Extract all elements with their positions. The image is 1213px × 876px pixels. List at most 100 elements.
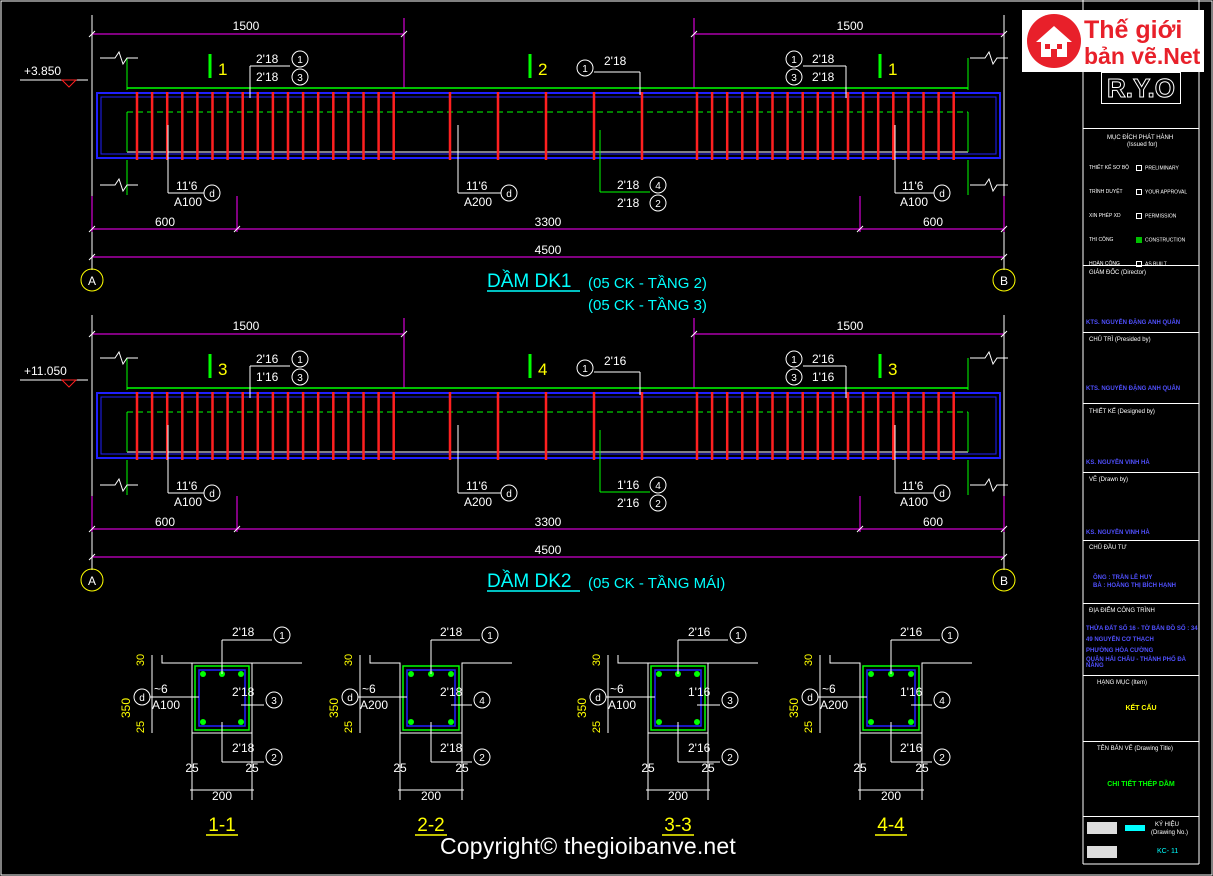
rebar-tag: 1 bbox=[791, 355, 797, 366]
section-mid-label: 2'18 bbox=[232, 685, 255, 699]
rebar-tag: 3 bbox=[297, 373, 303, 384]
rebar-tag-circle bbox=[933, 748, 951, 766]
dim-side-right: 25 bbox=[915, 761, 929, 775]
dim-total: 4500 bbox=[535, 243, 562, 257]
dim-tick bbox=[690, 30, 698, 38]
rebar-tag-circle bbox=[291, 350, 309, 368]
dim-tick bbox=[1000, 253, 1008, 261]
dim-600-right: 600 bbox=[923, 215, 943, 229]
beam-subtitle: (05 CK - TẦNG 2) bbox=[588, 275, 707, 292]
check-label-vn: THIẾT KẾ SƠ BỘ bbox=[1089, 165, 1130, 172]
rebar-label-top-left-1: 2'16 bbox=[256, 352, 279, 366]
beam-title: DẦM DK1 bbox=[487, 270, 571, 292]
drawn-label: VẼ (Drawn by) bbox=[1089, 477, 1129, 483]
dim-side-left: 25 bbox=[393, 761, 407, 775]
director-name: KTS. NGUYỄN ĐẶNG ANH QUÂN bbox=[1086, 320, 1181, 326]
rebar-tag-circle bbox=[576, 59, 594, 77]
section-cut-label: 1 bbox=[218, 60, 227, 79]
site-logo[interactable]: Thế giới bản vẽ.Net bbox=[1022, 10, 1204, 72]
rebar-tag: 2 bbox=[939, 753, 945, 764]
house-icon bbox=[1027, 14, 1081, 68]
rebar-tag: 4 bbox=[655, 481, 661, 492]
checkbox[interactable] bbox=[1136, 213, 1142, 219]
checkbox[interactable] bbox=[1136, 189, 1142, 195]
dim-tick bbox=[233, 225, 241, 233]
section-top-label: 2'18 bbox=[232, 625, 255, 639]
rebar-tag-circle bbox=[785, 50, 803, 68]
section-rebar-dot bbox=[238, 671, 244, 677]
section-top-label: 2'16 bbox=[900, 625, 923, 639]
stirrup-label: 11'6 bbox=[466, 179, 488, 193]
dim-side-right: 25 bbox=[455, 761, 469, 775]
symbol-label: KÝ HIỆU bbox=[1155, 822, 1180, 828]
rebar-tag: 3 bbox=[791, 373, 797, 384]
rebar-tag: d bbox=[209, 489, 215, 500]
rebar-tag-circle bbox=[721, 748, 739, 766]
dim-3300: 3300 bbox=[535, 515, 562, 529]
stirrup-label: 11'6 bbox=[466, 479, 488, 493]
rebar-label-top-mid: 2'18 bbox=[604, 54, 627, 68]
rebar-tag: 2 bbox=[655, 199, 661, 210]
section-title: 2-2 bbox=[417, 815, 444, 836]
checkbox[interactable] bbox=[1136, 261, 1142, 267]
dim-top-cover: 30 bbox=[135, 654, 147, 666]
stirrup-spacing: A100 bbox=[174, 495, 202, 509]
section-mid-label: 1'16 bbox=[688, 685, 711, 699]
rebar-tag: 2 bbox=[655, 499, 661, 510]
rebar-tag: 1 bbox=[791, 55, 797, 66]
rebar-tag: 1 bbox=[297, 355, 303, 366]
site-line3: PHƯỜNG HÒA CƯỜNG bbox=[1086, 648, 1154, 654]
dim-tick bbox=[690, 330, 698, 338]
item-value: KẾT CẤU bbox=[1125, 705, 1157, 712]
dim-1500-right: 1500 bbox=[837, 19, 864, 33]
site-line1: THỬA ĐẤT SỐ 16 - TỜ BẢN ĐỒ SỐ : 34 bbox=[1086, 626, 1198, 632]
rebar-tag: d bbox=[209, 189, 215, 200]
rebar-label-bot-mid-1: 2'18 bbox=[617, 178, 640, 192]
checkbox[interactable] bbox=[1136, 165, 1142, 171]
section-cut-label: 4 bbox=[538, 360, 547, 379]
stirrup-spacing: A100 bbox=[900, 195, 928, 209]
dim-top-cover: 30 bbox=[343, 654, 355, 666]
stirrup-spacing: A200 bbox=[464, 495, 492, 509]
rebar-label-top-left-2: 1'16 bbox=[256, 370, 279, 384]
dim-width: 200 bbox=[668, 789, 688, 803]
rebar-tag-circle bbox=[649, 194, 667, 212]
section-title: 3-3 bbox=[664, 815, 691, 836]
rebar-tag-circle bbox=[291, 368, 309, 386]
scale-bar-graphic-2 bbox=[1087, 846, 1117, 858]
issue-check-row: HOÀN CÔNGAS BUILT bbox=[1089, 261, 1167, 267]
rebar-tag: 1 bbox=[735, 631, 741, 642]
section-rebar-dot bbox=[694, 671, 700, 677]
check-label-en: CONSTRUCTION bbox=[1145, 237, 1186, 244]
section-rebar-dot bbox=[408, 719, 414, 725]
company-mark: R.Y.O bbox=[1101, 72, 1181, 104]
dim-bot-cover: 25 bbox=[135, 721, 147, 733]
purpose-label: MỤC ĐÍCH PHÁT HÀNH bbox=[1107, 135, 1174, 141]
director-label: GIÁM ĐỐC (Director) bbox=[1089, 270, 1146, 276]
rebar-tag: 1 bbox=[582, 364, 588, 375]
beam-inner-outline bbox=[100, 396, 997, 455]
check-label-vn: XIN PHÉP XD bbox=[1089, 213, 1121, 220]
symbol-label-en: (Drawing No.) bbox=[1151, 830, 1189, 836]
rebar-tag-circle bbox=[649, 494, 667, 512]
break-symbol bbox=[100, 350, 138, 366]
rebar-label-top-right-1: 2'18 bbox=[812, 52, 835, 66]
dim-1500-right: 1500 bbox=[837, 319, 864, 333]
break-symbol bbox=[100, 177, 138, 193]
dim-tick bbox=[1000, 225, 1008, 233]
dim-side-left: 25 bbox=[185, 761, 199, 775]
grid-bubble bbox=[80, 568, 104, 592]
section-rebar-dot bbox=[694, 719, 700, 725]
section-stirrup-label: ~6 bbox=[610, 682, 624, 696]
rebar-tag: 4 bbox=[939, 696, 945, 707]
section-rebar-dot bbox=[448, 671, 454, 677]
check-label-en: YOUR APPROVAL bbox=[1145, 189, 1188, 196]
rebar-tag: d bbox=[139, 693, 145, 704]
checkbox[interactable] bbox=[1136, 237, 1142, 243]
rebar-label-top-left-2: 2'18 bbox=[256, 70, 279, 84]
beam-outline bbox=[96, 392, 1001, 459]
